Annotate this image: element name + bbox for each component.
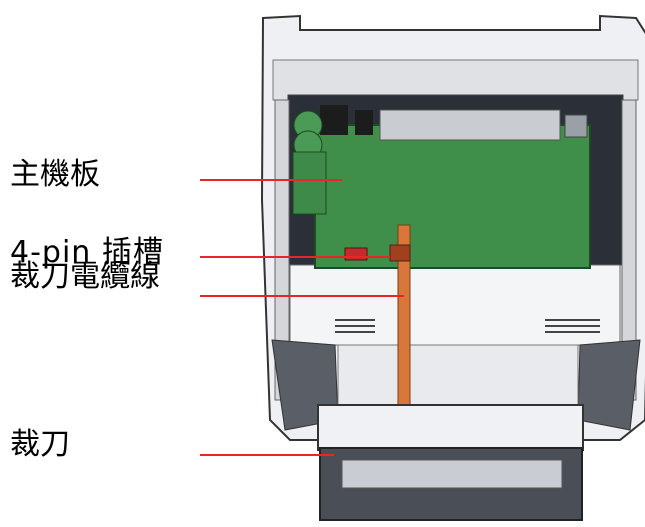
cutter-cable — [389, 224, 411, 406]
label-cutter-cable: 裁刀電纜線 — [10, 259, 160, 294]
leader-lines — [200, 179, 404, 456]
label-mainboard: 主機板 — [10, 157, 100, 192]
cutter — [317, 404, 584, 521]
connector-4pin — [344, 247, 368, 261]
label-connector: 4-pin 插槽 — [10, 235, 164, 270]
label-cutter: 裁刀 — [10, 427, 70, 462]
mainboard — [292, 105, 591, 269]
